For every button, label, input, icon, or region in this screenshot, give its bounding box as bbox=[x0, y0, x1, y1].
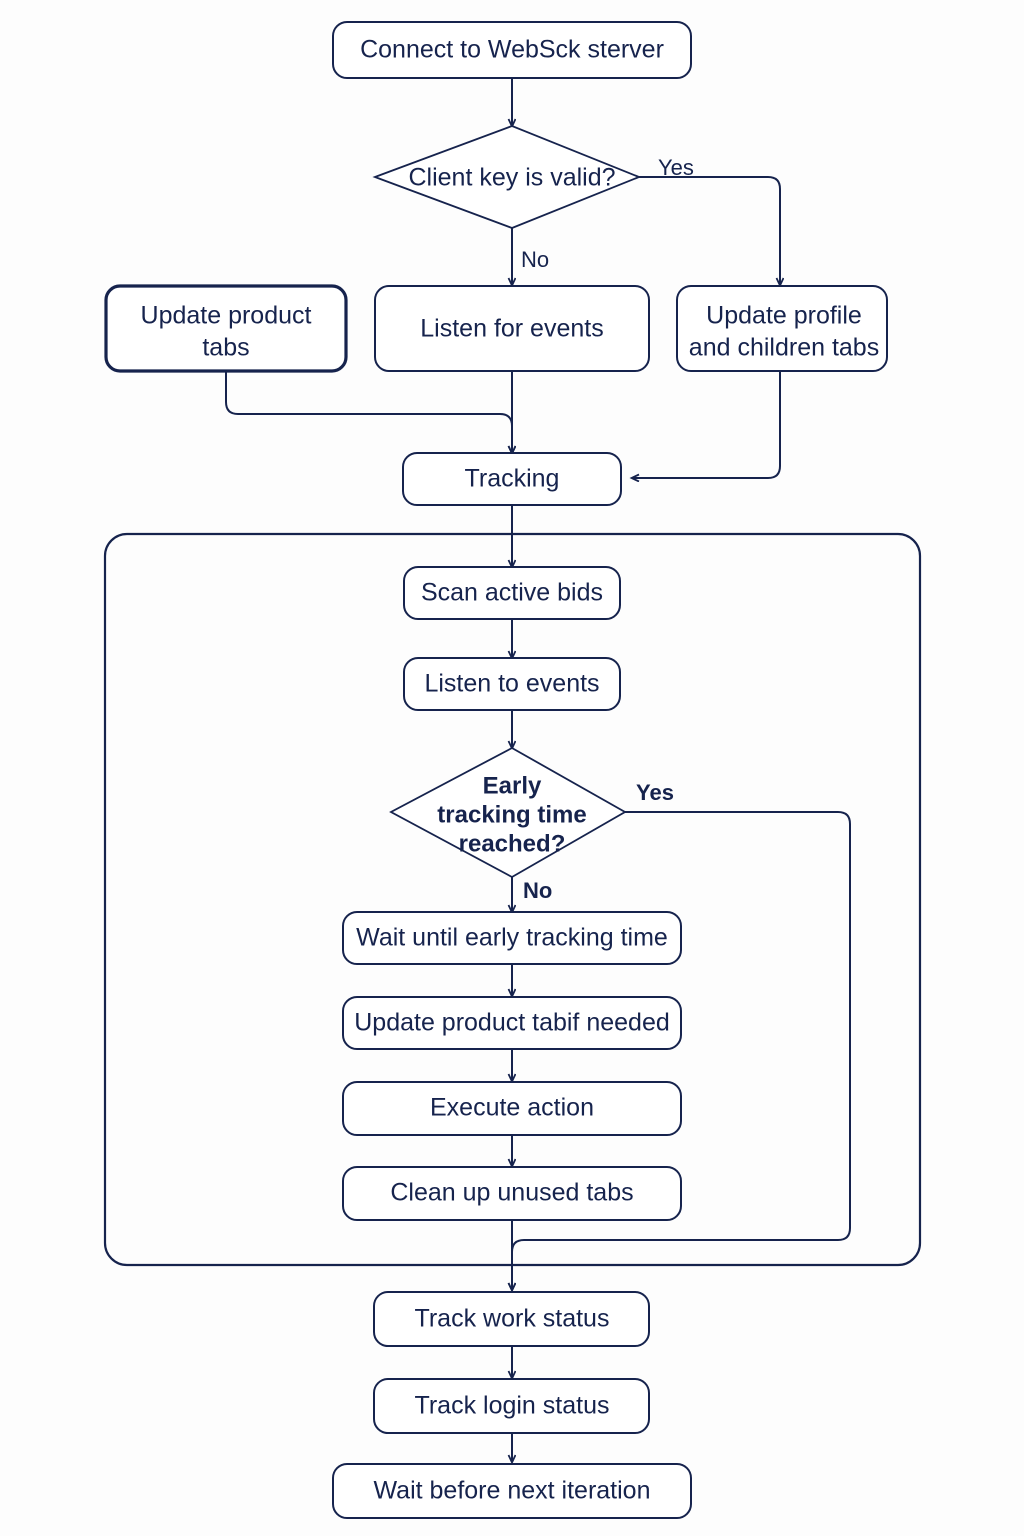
node-client-key-decision[interactable]: Client key is valid? bbox=[372, 125, 642, 229]
node-track-work-status[interactable]: Track work status bbox=[373, 1291, 650, 1347]
edge-label-client-key-no: No bbox=[521, 247, 549, 272]
node-track-login-status-label: Track login status bbox=[415, 1392, 610, 1420]
node-scan-active-bids-label: Scan active bids bbox=[421, 579, 603, 607]
node-update-product-tabs-shape bbox=[104, 284, 348, 373]
node-wait-before-next-shape bbox=[332, 1463, 692, 1519]
node-listen-to-events[interactable]: Listen to events bbox=[403, 657, 621, 711]
edge-label-early-tracking-yes: Yes bbox=[636, 780, 674, 805]
node-clean-up-unused-tabs-label: Clean up unused tabs bbox=[390, 1179, 633, 1207]
node-update-profile-label-line1: Update profile bbox=[706, 302, 862, 330]
node-scan-active-bids[interactable]: Scan active bids bbox=[403, 566, 621, 620]
node-execute-action[interactable]: Execute action bbox=[342, 1081, 682, 1136]
edge-label-early-tracking-no: No bbox=[523, 878, 552, 903]
node-wait-before-next-iteration[interactable]: Wait before next iteration bbox=[332, 1463, 692, 1519]
edge-early-yes-bypass bbox=[512, 811, 851, 1290]
node-wait-until-early-label: Wait until early tracking time bbox=[356, 924, 668, 952]
node-track-login-status-shape bbox=[373, 1378, 650, 1434]
node-execute-action-shape bbox=[342, 1081, 682, 1136]
node-listen-to-events-shape bbox=[403, 657, 621, 711]
node-update-product-tabs[interactable]: Update product tabs bbox=[104, 284, 348, 373]
node-wait-until-early-tracking-time[interactable]: Wait until early tracking time bbox=[342, 911, 682, 965]
node-listen-for-events-shape bbox=[374, 285, 650, 372]
node-early-tracking-shape bbox=[389, 746, 627, 879]
node-track-work-status-label: Track work status bbox=[415, 1305, 610, 1333]
node-connect-label: Connect to WebSck sterver bbox=[360, 36, 664, 64]
node-early-tracking-label-line1: Early bbox=[483, 772, 542, 799]
node-update-product-tabif-label: Update product tabif needed bbox=[354, 1009, 670, 1037]
node-listen-to-events-label: Listen to events bbox=[424, 670, 599, 698]
node-client-key-label: Client key is valid? bbox=[408, 164, 615, 192]
node-tracking-shape bbox=[402, 452, 622, 506]
node-early-tracking-label-line3: reached? bbox=[459, 830, 566, 857]
edge-decision-yes-to-update-profile bbox=[639, 176, 780, 285]
node-update-product-tab-if-needed[interactable]: Update product tabif needed bbox=[342, 996, 682, 1050]
node-execute-action-label: Execute action bbox=[430, 1094, 594, 1122]
node-wait-until-early-shape bbox=[342, 911, 682, 965]
node-listen-for-events-label: Listen for events bbox=[420, 315, 603, 343]
node-tracking[interactable]: Tracking bbox=[402, 452, 622, 506]
edge-update-product-tabs-to-tracking bbox=[225, 371, 512, 453]
node-connect-to-websocket[interactable]: Connect to WebSck sterver bbox=[332, 21, 692, 79]
node-scan-active-bids-shape bbox=[403, 566, 621, 620]
node-update-product-tabs-label-line1: Update product bbox=[141, 302, 312, 330]
node-client-key-shape bbox=[372, 125, 642, 229]
node-update-product-tabif-shape bbox=[342, 996, 682, 1050]
node-update-profile-shape bbox=[676, 285, 888, 372]
node-update-profile-label-line2: and children tabs bbox=[689, 334, 879, 362]
node-track-work-status-shape bbox=[373, 1291, 650, 1347]
node-early-tracking-label-line2: tracking time bbox=[437, 801, 586, 828]
node-clean-up-unused-tabs[interactable]: Clean up unused tabs bbox=[342, 1166, 682, 1221]
node-wait-before-next-label: Wait before next iteration bbox=[374, 1477, 651, 1505]
node-track-login-status[interactable]: Track login status bbox=[373, 1378, 650, 1434]
node-update-product-tabs-label-line2: tabs bbox=[202, 334, 249, 362]
edge-update-profile-to-tracking bbox=[632, 371, 781, 478]
node-connect-shape bbox=[332, 21, 692, 79]
node-listen-for-events[interactable]: Listen for events bbox=[374, 285, 650, 372]
edge-label-client-key-yes: Yes bbox=[658, 155, 694, 180]
node-tracking-label: Tracking bbox=[465, 465, 560, 493]
node-update-profile-children-tabs[interactable]: Update profile and children tabs bbox=[676, 285, 888, 372]
node-early-tracking-decision[interactable]: Early tracking time reached? bbox=[389, 746, 627, 879]
node-clean-up-unused-tabs-shape bbox=[342, 1166, 682, 1221]
